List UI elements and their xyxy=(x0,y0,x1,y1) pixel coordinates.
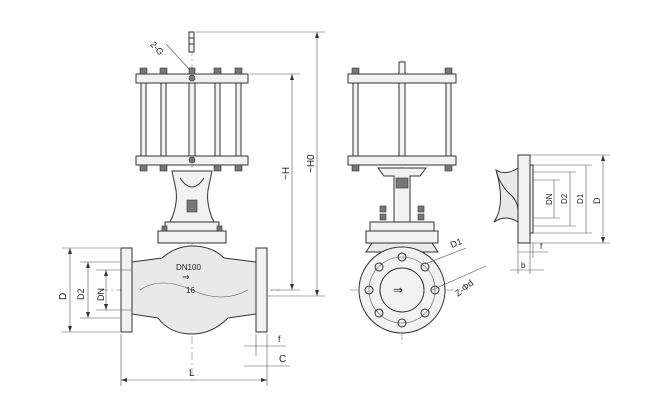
dimension-dn: DN xyxy=(96,269,132,311)
side-flange-outer xyxy=(358,246,446,334)
label-g: 2-G xyxy=(148,39,165,57)
dimension-d2: D2 xyxy=(76,261,120,319)
label-f: f xyxy=(278,334,281,344)
flange-detail: D D1 D2 DN f b xyxy=(493,154,610,274)
body-mark-size: DN100 xyxy=(176,263,201,272)
dimension-h0: ~H0 xyxy=(196,31,325,297)
detail-label-d2: D2 xyxy=(560,193,569,204)
side-nuts xyxy=(351,67,453,172)
detail-label-b: b xyxy=(521,261,526,270)
air-port-bottom xyxy=(188,156,196,164)
label-d1: D1 xyxy=(449,236,463,250)
detail-flange xyxy=(517,154,531,244)
bonnet-bolts xyxy=(161,225,223,232)
yoke xyxy=(169,170,215,223)
side-flange-bore xyxy=(379,267,425,313)
stem-connector xyxy=(186,199,198,213)
dimension-h: ~H xyxy=(250,73,300,291)
body-mark-pressure: 16 xyxy=(186,286,195,295)
side-packing-bolts xyxy=(379,205,425,221)
air-port-top xyxy=(188,74,196,82)
label-dn: DN xyxy=(96,288,106,301)
detail-label-dn: DN xyxy=(545,193,554,205)
bonnet-flange xyxy=(157,230,227,244)
side-flange-bolt-holes xyxy=(364,252,440,328)
detail-label-d1: D1 xyxy=(576,193,585,204)
flow-arrow: ⇒ xyxy=(182,272,190,282)
dimension-f: f xyxy=(244,334,286,356)
dimension-c: C xyxy=(244,354,290,367)
inlet-flange xyxy=(120,247,133,333)
front-view: DN100 ⇒ 16 2-G ~H ~H0 xyxy=(58,31,325,386)
label-h: ~H xyxy=(281,167,292,180)
label-l: L xyxy=(189,368,195,379)
side-bonnet xyxy=(369,221,435,232)
dimension-d: D xyxy=(58,247,120,333)
dimension-l: L xyxy=(120,334,268,386)
side-actuator-bottom-plate xyxy=(347,155,457,166)
side-view: ⇒ D1 Z-Φd xyxy=(347,60,487,344)
side-actuator-top-plate xyxy=(347,73,457,84)
label-d: D xyxy=(58,293,69,300)
label-c: C xyxy=(279,354,286,365)
outlet-flange xyxy=(255,247,268,333)
detail-label-f: f xyxy=(540,242,543,251)
label-d2: D2 xyxy=(76,288,86,300)
side-flow-arrow: ⇒ xyxy=(393,283,403,297)
actuator-tie-rods xyxy=(140,82,242,157)
stem-indicator xyxy=(188,31,195,53)
actuator-top-nuts xyxy=(139,67,243,172)
detail-label-d: D xyxy=(592,197,602,204)
side-stem-indicator xyxy=(398,61,406,75)
side-tie-rods xyxy=(352,82,452,157)
label-bolt-holes: Z-Φd xyxy=(453,278,475,299)
label-h0: ~H0 xyxy=(306,154,317,173)
